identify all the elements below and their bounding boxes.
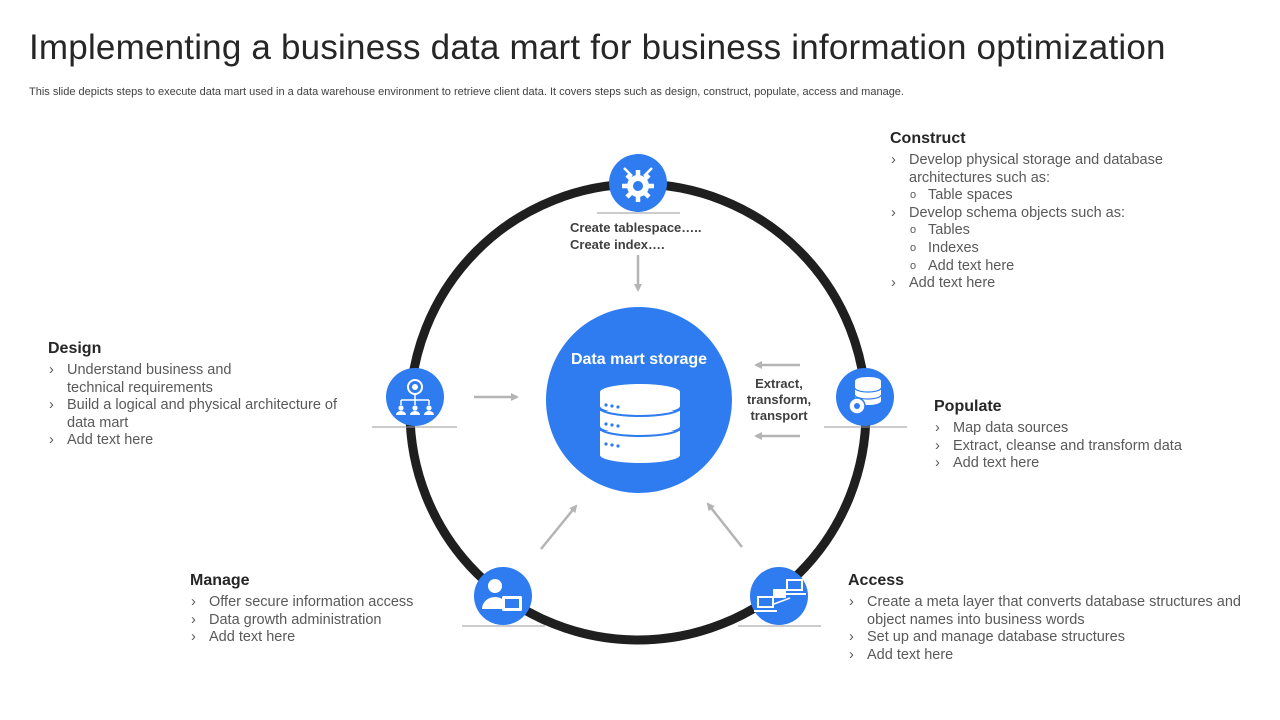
construct-heading: Construct [890,130,966,147]
design-heading: Design [48,340,102,357]
access-list-item: Set up and manage database structures [848,629,1241,647]
access-section: Access Create a meta layer that converts… [848,572,1241,664]
construct-list-item: Develop schema objects such as: [890,205,1163,223]
center-label: Data mart storage [570,351,708,368]
access-list-item: Add text here [848,647,1241,665]
page-title: Implementing a business data mart for bu… [29,28,1166,67]
construct-list-subitem: Table spaces [890,187,1163,205]
construct-list-item: Add text here [890,275,1163,293]
database-icon [599,384,681,463]
access-list-item: object names into business words [867,611,1085,628]
construct-list: Develop physical storage and database ar… [890,152,1163,293]
construct-section: Construct Develop physical storage and d… [890,130,1163,293]
construct-note-line: Create index…. [570,236,665,252]
etl-label-line: transport [750,408,808,423]
construct-list-subitem: Add text here [890,258,1163,276]
design-list-item: data mart [67,414,129,431]
gear-tools-icon [622,167,654,202]
construct-list-subitem: Tables [890,222,1163,240]
populate-list: Map data sources Extract, cleanse and tr… [934,420,1182,473]
populate-list-item: Map data sources [934,420,1182,438]
page-subtitle: This slide depicts steps to execute data… [29,86,904,98]
populate-list-item: Extract, cleanse and transform data [934,438,1182,456]
construct-note: Create tablespace….. Create index…. [570,220,702,253]
design-list-item: technical requirements [67,379,213,396]
populate-heading: Populate [934,398,1002,415]
construct-note-line: Create tablespace….. [570,220,702,235]
access-list: Create a meta layer that converts databa… [848,594,1241,664]
etl-label: Extract, transform, transport [738,376,820,424]
manage-section: Manage Offer secure information access D… [190,572,413,647]
design-section: Design Understand business and technical… [48,340,337,450]
populate-section: Populate Map data sources Extract, clean… [934,398,1182,473]
arrow-from-access [706,502,743,548]
populate-list-item: Add text here [934,455,1182,473]
etl-label-line: transform, [746,392,812,407]
manage-node-circle [474,567,532,625]
manage-list: Offer secure information access Data gro… [190,594,413,647]
construct-list-item: Develop physical storage and database [890,152,1163,170]
construct-list-subitem: Indexes [890,240,1163,258]
user-monitor-icon [482,579,522,611]
arrow-from-manage [540,504,578,550]
etl-label-line: Extract, [755,376,803,391]
design-list-item: Understand business and [48,362,337,380]
construct-list-item: architectures such as: [909,169,1051,186]
manage-list-item: Data growth administration [190,612,413,630]
design-list-item: Add text here [48,432,337,450]
org-chart-icon [396,379,434,415]
design-list-item: Build a logical and physical architectur… [48,397,337,415]
access-heading: Access [848,572,905,589]
design-list: Understand business and technical requir… [48,362,337,450]
manage-list-item: Offer secure information access [190,594,413,612]
manage-heading: Manage [190,572,250,589]
access-list-item: Create a meta layer that converts databa… [848,594,1241,612]
database-gear-icon [848,377,882,415]
manage-list-item: Add text here [190,629,413,647]
network-computers-icon [754,579,806,612]
